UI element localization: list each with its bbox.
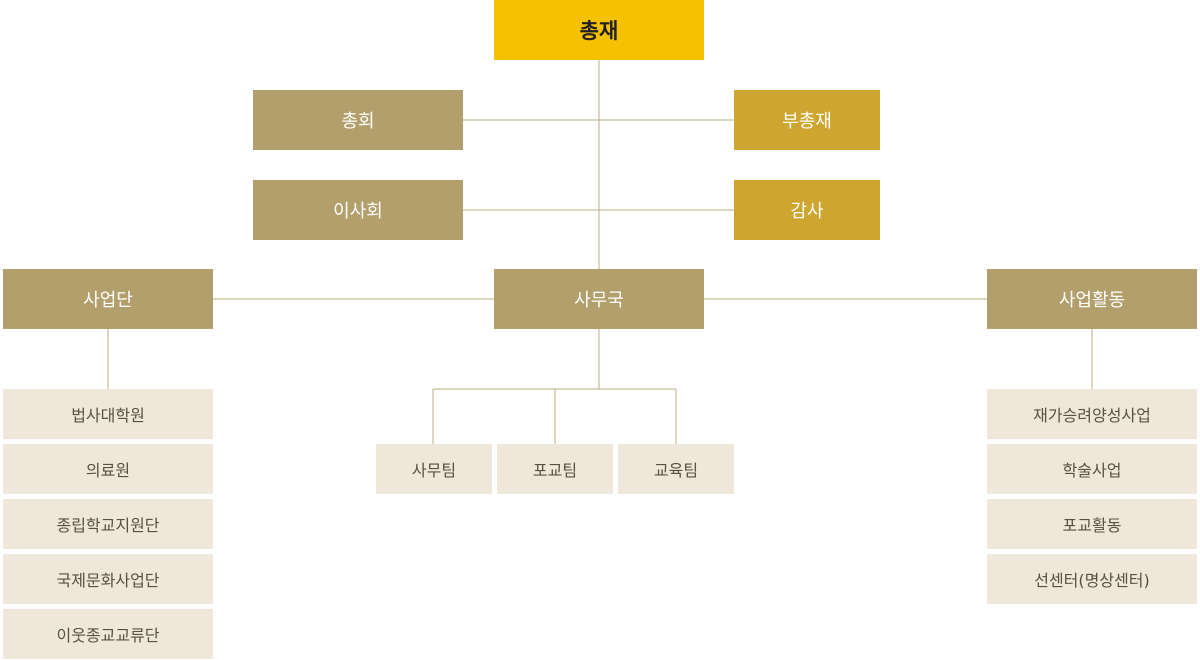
business-division-item: 이웃종교교류단: [3, 609, 213, 659]
vice-president-box: 부총재: [734, 90, 880, 150]
business-division-item-label: 종립학교지원단: [56, 516, 160, 535]
board-box: 이사회: [253, 180, 463, 240]
business-activities-item: 선센터(명상센터): [987, 554, 1197, 604]
business-division-item-label: 의료원: [85, 461, 131, 480]
secretariat-team: 포교팀: [497, 444, 613, 494]
secretariat-box: 사무국: [494, 269, 704, 329]
secretariat-team-label: 포교팀: [532, 461, 578, 480]
business-division-item: 의료원: [3, 444, 213, 494]
president-box: 총재: [494, 0, 704, 60]
business-activities-item: 재가승려양성사업: [987, 389, 1197, 439]
business-division-item-label: 국제문화사업단: [56, 571, 160, 590]
audit-label: 감사: [790, 201, 824, 222]
audit-box: 감사: [734, 180, 880, 240]
secretariat-team: 사무팀: [376, 444, 492, 494]
business-division-item-label: 법사대학원: [71, 406, 145, 425]
business-activities-item-label: 학술사업: [1062, 461, 1122, 480]
business-division-item-label: 이웃종교교류단: [56, 626, 160, 645]
vice-president-label: 부총재: [782, 111, 832, 132]
business-activities-item-label: 재가승려양성사업: [1033, 406, 1151, 425]
secretariat-label: 사무국: [574, 290, 624, 311]
president-label: 총재: [579, 19, 619, 43]
business-activities-label: 사업활동: [1058, 290, 1126, 311]
secretariat-team-label: 사무팀: [411, 461, 457, 480]
assembly-label: 총회: [341, 111, 375, 132]
board-label: 이사회: [333, 201, 383, 222]
business-activities-box: 사업활동: [987, 269, 1197, 329]
assembly-box: 총회: [253, 90, 463, 150]
business-activities-item-label: 포교활동: [1062, 516, 1122, 535]
business-division-item: 국제문화사업단: [3, 554, 213, 604]
business-activities-item-label: 선센터(명상센터): [1034, 571, 1150, 590]
secretariat-team: 교육팀: [618, 444, 734, 494]
business-activities-item: 포교활동: [987, 499, 1197, 549]
business-division-item: 종립학교지원단: [3, 499, 213, 549]
business-division-box: 사업단: [3, 269, 213, 329]
business-division-label: 사업단: [83, 290, 133, 311]
business-activities-item: 학술사업: [987, 444, 1197, 494]
secretariat-team-label: 교육팀: [653, 461, 699, 480]
business-division-item: 법사대학원: [3, 389, 213, 439]
